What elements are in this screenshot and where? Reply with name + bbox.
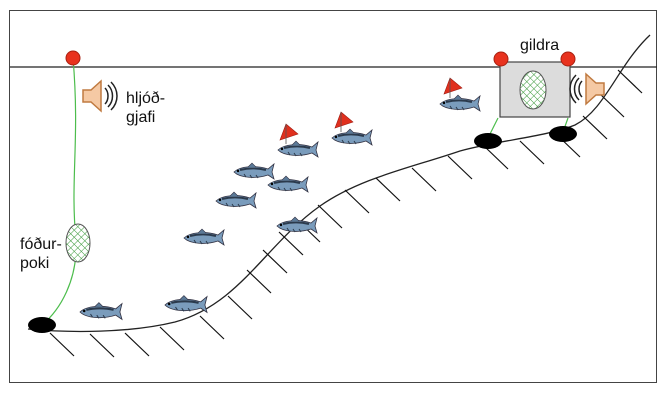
fish-icon bbox=[331, 128, 373, 146]
fish-icon bbox=[163, 294, 209, 314]
fish-icon bbox=[276, 216, 318, 234]
fish-icon bbox=[215, 191, 257, 209]
buoy-icon bbox=[65, 50, 81, 66]
tag-flag-icon bbox=[279, 123, 299, 145]
fish-icon bbox=[439, 94, 481, 112]
tag-flag-icon bbox=[443, 77, 463, 99]
fish-icon bbox=[277, 140, 319, 158]
seabed-line bbox=[27, 34, 651, 333]
sound-source-label-line2: gjafi bbox=[126, 109, 156, 126]
fish-icon bbox=[233, 162, 275, 180]
fish-icon bbox=[183, 228, 225, 246]
speaker-icon bbox=[82, 80, 118, 112]
buoy-icon bbox=[560, 51, 576, 67]
anchor-weight-icon bbox=[28, 317, 56, 333]
anchor-weight-icon bbox=[474, 133, 502, 149]
fish-icon bbox=[78, 301, 124, 321]
bait-bag-label: fóður- poki bbox=[20, 235, 62, 273]
mesh-bag-icon bbox=[519, 70, 547, 110]
anchor-weight-icon bbox=[549, 126, 577, 142]
mesh-bag-icon bbox=[65, 223, 91, 263]
bait-bag-label-line2: poki bbox=[20, 255, 50, 272]
left-mooring-line bbox=[41, 57, 77, 326]
bait-bag-label-line1: fóður- bbox=[20, 236, 62, 253]
diagram-frame bbox=[9, 10, 657, 383]
trap-label: gildra bbox=[520, 37, 560, 54]
speaker-icon bbox=[569, 73, 605, 105]
sound-source-label-line1: hljóð- bbox=[126, 90, 166, 107]
sound-source-label: hljóð- gjafi bbox=[126, 89, 165, 127]
buoy-icon bbox=[493, 51, 509, 67]
